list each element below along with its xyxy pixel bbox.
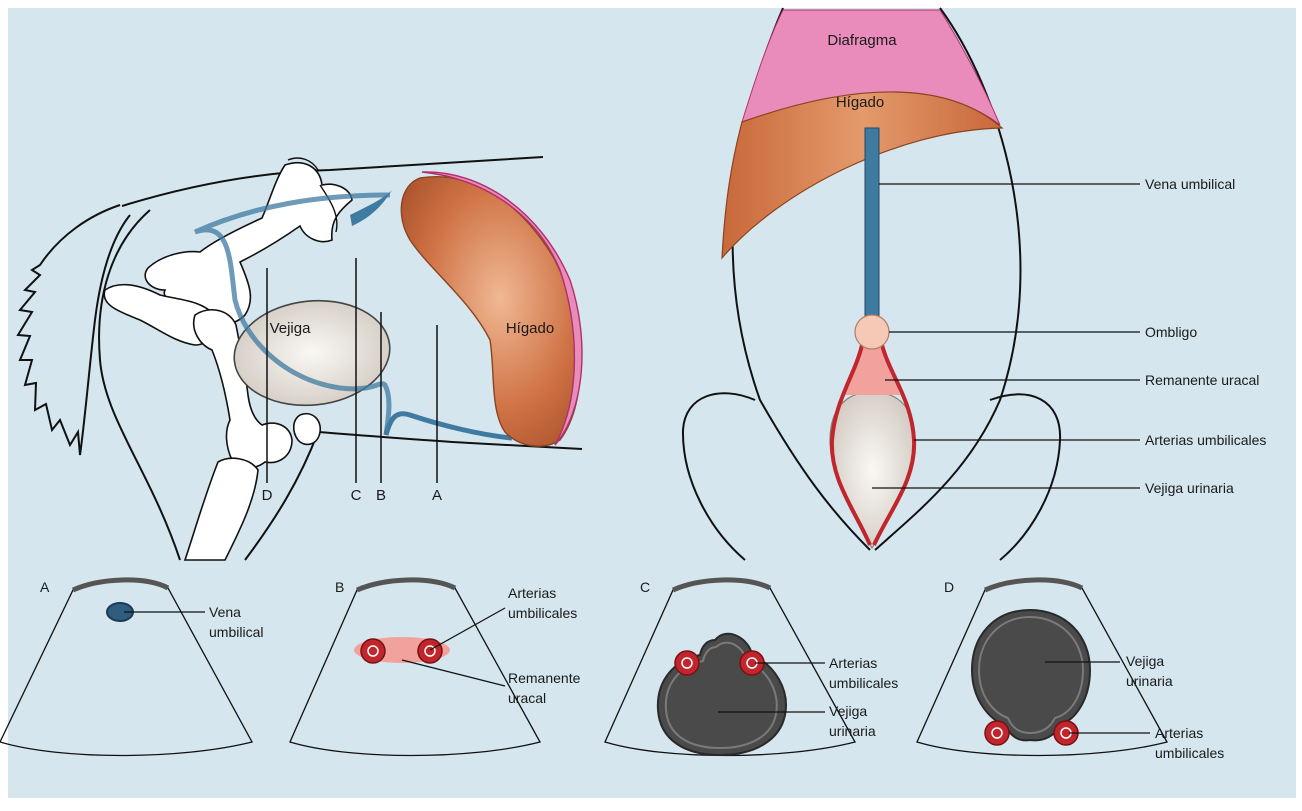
panel-b-label-2-line-2: uracal — [508, 690, 546, 706]
callout-remanente-uracal: Remanente uracal — [1145, 372, 1259, 388]
section-label-c: C — [351, 487, 362, 504]
panel-c-label-1-line-1: Arterias — [829, 655, 877, 671]
callout-arterias-umbilicales: Arterias umbilicales — [1145, 432, 1266, 448]
artery-left-c — [675, 651, 699, 675]
artery-left-d — [985, 721, 1009, 745]
panel-b-label-1-line-1: Arterias — [508, 585, 556, 601]
patella-bone — [294, 414, 321, 445]
panel-d-label-2-line-1: Arterias — [1155, 725, 1203, 741]
bladder-label: Vejiga — [270, 320, 312, 337]
panel-b-label-1-line-2: umbilicales — [508, 605, 577, 621]
diaphragm-label: Diafragma — [827, 32, 897, 49]
callout-vena-umbilical: Vena umbilical — [1145, 176, 1235, 192]
panel-d-label-1-line-2: urinaria — [1126, 673, 1173, 689]
panel-letter-a: A — [40, 579, 50, 595]
section-label-d: D — [262, 487, 273, 504]
artery-left-b — [361, 639, 385, 663]
panel-letter-b: B — [335, 579, 344, 595]
liver-label-ventral: Hígado — [836, 94, 884, 111]
panel-c-label-2-line-2: urinaria — [829, 723, 876, 739]
artery-right-b — [418, 639, 442, 663]
panel-a-label-1-line-2: umbilical — [209, 624, 263, 640]
panel-d-label-1-line-1: Vejiga — [1126, 653, 1164, 669]
panel-letter-d: D — [944, 579, 954, 595]
umbilicus — [855, 315, 889, 349]
panel-c-label-2-line-1: Vejiga — [829, 703, 867, 719]
section-label-a: A — [432, 487, 442, 504]
section-label-b: B — [376, 487, 386, 504]
background-panel — [8, 8, 1296, 798]
panel-c-label-1-line-2: umbilicales — [829, 675, 898, 691]
panel-b-label-2-line-1: Remanente — [508, 670, 581, 686]
panel-letter-c: C — [640, 579, 650, 595]
callout-ombligo: Ombligo — [1145, 324, 1197, 340]
umbilical-vein-ventral — [865, 128, 879, 318]
panel-d-label-2-line-2: umbilicales — [1155, 745, 1224, 761]
liver-label-lateral: Hígado — [506, 320, 554, 337]
panel-a-label-1-line-1: Vena — [209, 604, 241, 620]
callout-vejiga-urinaria: Vejiga urinaria — [1145, 480, 1234, 496]
